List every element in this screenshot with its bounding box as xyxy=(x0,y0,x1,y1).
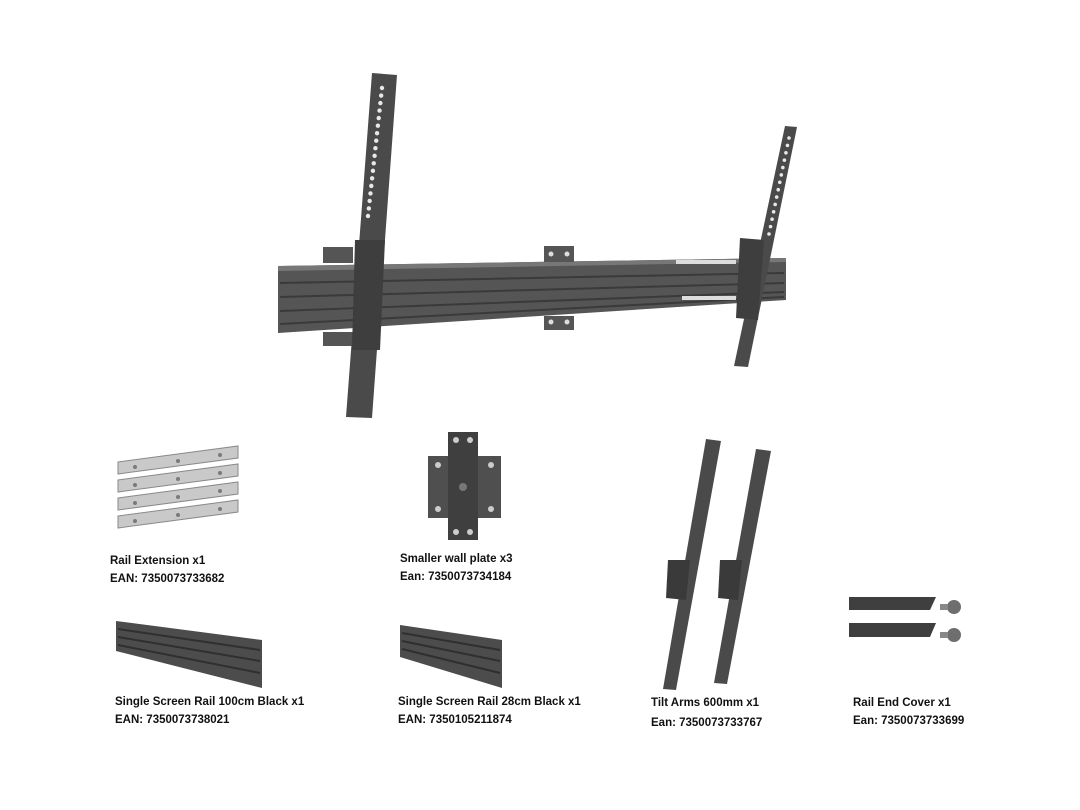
arm-hole xyxy=(767,232,771,236)
arm-hole xyxy=(378,100,383,106)
arm-hole xyxy=(768,224,773,229)
product-name: Rail End Cover x1 xyxy=(853,697,951,709)
arm-hole xyxy=(375,123,381,128)
product-ean: EAN: 7350073733682 xyxy=(110,573,225,585)
arm-hole xyxy=(371,161,376,166)
arm-hole xyxy=(367,198,372,204)
product-name: Smaller wall plate x3 xyxy=(400,553,513,565)
arm-hole xyxy=(784,150,788,155)
product-name: Single Screen Rail 28cm Black x1 xyxy=(398,696,581,708)
arm-hole xyxy=(781,165,785,170)
arm-hole xyxy=(771,210,776,214)
caption-tilt-arms: Tilt Arms 600mm x1 Ean: 7350073733767 xyxy=(651,693,762,733)
screw-icon xyxy=(940,600,961,614)
caption-rail-end-cover: Rail End Cover x1 Ean: 7350073733699 xyxy=(853,694,964,730)
wall-plate-center xyxy=(544,246,574,330)
arm-hole xyxy=(377,108,382,113)
arm-hole xyxy=(370,168,376,174)
product-name: Tilt Arms 600mm x1 xyxy=(651,697,760,709)
arm-hole xyxy=(374,138,379,143)
tilt-arm-right xyxy=(734,126,797,367)
product-ean: Ean: 7350073733767 xyxy=(651,717,763,729)
arm-hole xyxy=(770,217,774,222)
arm-hole xyxy=(782,158,787,162)
product-ean: EAN: 7350073738021 xyxy=(115,714,230,726)
arm-hole xyxy=(773,202,777,207)
caption-rail-extension: Rail Extension x1 EAN: 7350073733682 xyxy=(110,552,224,588)
arm-hole xyxy=(373,146,378,151)
arm-hole xyxy=(374,130,380,136)
arm-hole xyxy=(376,115,381,121)
caption-single-screen-rail-100cm: Single Screen Rail 100cm Black x1 EAN: 7… xyxy=(115,693,304,729)
arm-hole xyxy=(366,206,372,211)
arm-hole xyxy=(368,191,373,196)
arm-hole xyxy=(365,213,371,219)
arm-hole xyxy=(369,176,375,181)
arm-hole xyxy=(372,153,377,158)
arm-hole xyxy=(378,93,384,98)
screw-icon xyxy=(940,628,961,642)
product-ean: Ean: 7350073733699 xyxy=(853,715,965,727)
product-name: Single Screen Rail 100cm Black x1 xyxy=(115,696,305,708)
arm-hole xyxy=(779,173,784,177)
caption-smaller-wall-plate: Smaller wall plate x3 Ean: 7350073734184 xyxy=(400,550,513,586)
wall-plate-left xyxy=(323,247,353,346)
caption-single-screen-rail-28cm: Single Screen Rail 28cm Black x1 EAN: 73… xyxy=(398,693,581,729)
arm-hole xyxy=(777,180,782,185)
tilt-arm-left xyxy=(346,73,397,418)
arm-hole xyxy=(379,85,385,91)
arm-hole xyxy=(776,187,781,192)
product-name: Rail Extension x1 xyxy=(110,555,206,567)
arm-hole xyxy=(774,195,779,199)
arm-hole xyxy=(369,183,374,189)
product-ean: EAN: 7350105211874 xyxy=(398,714,512,726)
product-ean: Ean: 7350073734184 xyxy=(400,571,512,583)
arm-hole xyxy=(787,136,791,140)
arm-hole xyxy=(785,143,790,148)
